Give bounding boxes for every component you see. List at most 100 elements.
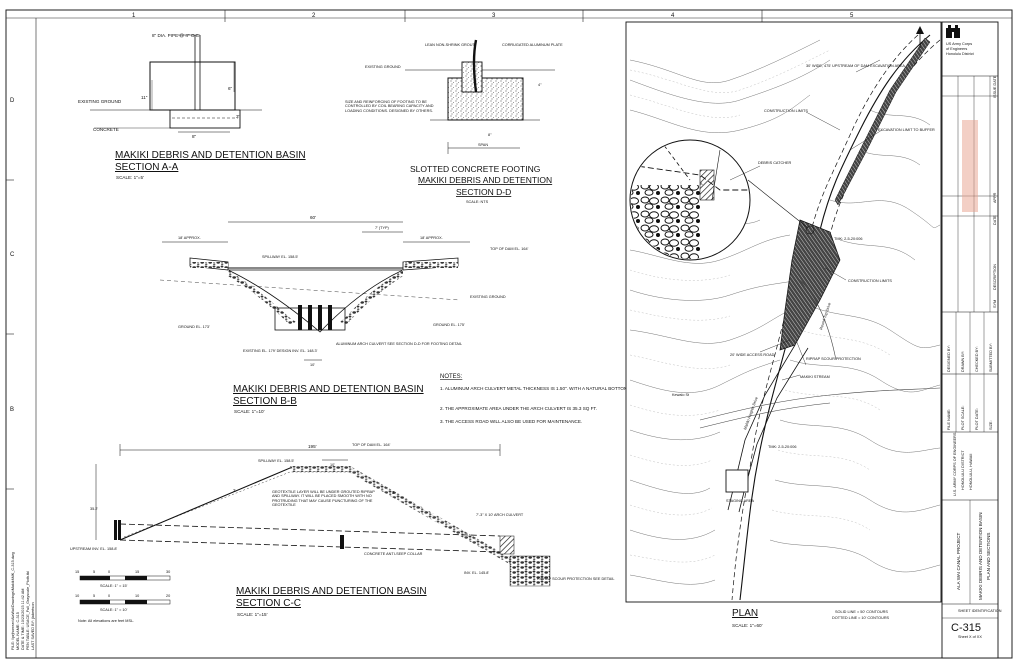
dd-lean-grout: LEAN NON-SHRINK GROUT — [425, 43, 475, 47]
file-info-block: FILE: \\prjhomsrv\AlaWai\Drawings\Makiki… — [11, 552, 35, 650]
bb-top-dam: TOP OF DAM EL. 164' — [490, 247, 529, 251]
sb1-tick: 15 — [75, 570, 79, 574]
dd-footing-note-box: SIZE AND REINFORCING OF FOOTING TO BE CO… — [345, 100, 434, 113]
sb2-tick: 0 — [108, 594, 110, 598]
cc-concrete-collar: CONCRETE ANTI-SEEP COLLAR — [364, 552, 423, 556]
tb-client-2: HONOLULU DISTRICT — [961, 450, 965, 490]
tb-project: ALA WAI CANAL PROJECT — [956, 532, 961, 590]
aa-title-1: MAKIKI DEBRIS AND DETENTION BASIN — [115, 150, 306, 161]
staging-area-box — [725, 469, 749, 493]
dd-dim-b: 8" — [488, 133, 492, 137]
plan-dotted: DOTTED LINE = 10' CONTOURS — [832, 616, 890, 620]
sb1-tick: 15 — [135, 570, 139, 574]
plan-excavation-limit: EXCAVATION LIMIT TO BUFFER — [878, 128, 935, 132]
bb-dim-10: 10' — [310, 363, 315, 367]
aa-concrete: CONCRETE — [93, 127, 119, 132]
plan-excavation-area: 30' WIDE, 475' UPSTREAM OF DAM EXCAVATIO… — [806, 64, 905, 68]
notes-block: NOTES: 1. ALUMINUM ARCH CULVERT METAL TH… — [440, 374, 629, 424]
dd-footing-note: SIZE AND REINFORCING OF FOOTING TO BE CO… — [345, 100, 434, 113]
plan-scale: SCALE: 1"=60' — [732, 623, 763, 628]
bb-dim-top: 60' — [310, 215, 316, 220]
plan-contours: SOLID LINE = 50' CONTOURS — [835, 610, 888, 614]
file-info-line: MODEL NAME: C-315 — [16, 612, 20, 650]
dd-dim-a: 4" — [538, 83, 542, 87]
cc-top-dam: TOP OF DAM EL. 164' — [352, 443, 391, 447]
tb-drawn-by: DRAWN BY: — [961, 351, 965, 372]
dd-title-2: MAKIKI DEBRIS AND DETENTION — [418, 175, 552, 185]
col-label-3: 3 — [492, 13, 496, 19]
sb1-tick: 0 — [108, 570, 110, 574]
cc-title-2: SECTION C-C — [236, 598, 301, 609]
tb-file-name: FILE NAME: — [947, 409, 951, 430]
cc-slope-right: 2 — [392, 490, 395, 495]
bb-existing-el: EXISTING EL. 179' DESIGN INV. EL. 148.3' — [243, 349, 318, 353]
dd-existing-ground: EXISTING GROUND — [365, 65, 401, 69]
file-info-line: DATE & TIME: 10/23/2015 11:42 AM — [21, 589, 25, 650]
bb-scale: SCALE: 1"=10' — [234, 409, 265, 414]
tb-designed-by: DESIGNED BY: — [947, 345, 951, 372]
note-item: 2. THE APPROXIMATE AREA UNDER THE ARCH C… — [440, 406, 597, 411]
col-label-2: 2 — [312, 13, 316, 19]
col-label-4: 4 — [671, 13, 675, 19]
col-label-5: 5 — [850, 13, 854, 19]
bb-title-2: SECTION B-B — [233, 396, 297, 407]
bb-ground-left: GROUND EL. 173' — [178, 325, 210, 329]
col-label-1: 1 — [132, 13, 136, 19]
note-item: 3. THE ACCESS ROAD WILL ALSO BE USED FOR… — [440, 419, 582, 424]
bb-spillway: SPILLWAY EL. 158.5' — [262, 255, 299, 259]
column-markers: 1 2 3 4 5 — [132, 10, 854, 22]
tb-sym: SYM — [993, 300, 997, 308]
cc-upstream: UPSTREAM INV. EL. 158.8' — [70, 547, 117, 551]
plan-tmk-2: TMK: 2-5-20:006 — [768, 445, 797, 449]
plan-construction-limits-2: CONSTRUCTION LIMITS — [848, 279, 892, 283]
tb-description: DESCRIPTION — [993, 264, 997, 290]
bb-dim-typ: 7' (TYP) — [375, 226, 390, 230]
tb-client-3: HONOLULU, HAWAII — [969, 454, 973, 490]
bb-existing-ground: EXISTING GROUND — [470, 295, 506, 299]
plan-debris-catcher: DEBRIS CATCHER — [758, 161, 792, 165]
cc-geotextile-box: GEOTEXTILE LAYER WILL BE UNDER GROUTED R… — [272, 490, 375, 507]
section-dd: LEAN NON-SHRINK GROUT CORRUGATED ALUMINU… — [345, 39, 563, 204]
tb-submitted-by: SUBMITTED BY: — [989, 343, 993, 372]
north-arrow-icon — [916, 26, 924, 48]
file-info-line: FILE: \\prjhomsrv\AlaWai\Drawings\Makiki… — [11, 552, 15, 650]
cc-dim-top: 195' — [308, 444, 317, 449]
bb-culvert: ALUMINUM ARCH CULVERT SEE SECTION D-D FO… — [336, 342, 462, 346]
title-block: US Army Corps of Engineers Honolulu Dist… — [941, 21, 1002, 659]
plan-construction-limits-1: CONSTRUCTION LIMITS — [764, 109, 808, 113]
file-info-line: PEN TABLE: USACE_Full_Grayscale_Ploth.tb… — [26, 571, 30, 650]
tb-sheet-title-2: PLAN AND SECTIONS — [986, 533, 991, 580]
row-label-d: D — [10, 98, 15, 104]
plan-view: 30' WIDE, 475' UPSTREAM OF DAM EXCAVATIO… — [625, 21, 942, 603]
tb-plot-scale: PLOT SCALE: — [961, 406, 965, 430]
tb-issue-date: ISSUE DATE — [993, 75, 997, 98]
usace-castle-logo-icon — [946, 25, 960, 38]
plan-makiki-stream: MAKIKI STREAM — [800, 375, 830, 379]
sb2-tick: 5 — [93, 594, 95, 598]
tb-checked-by: CHECKED BY: — [975, 346, 979, 372]
cc-title-1: MAKIKI DEBRIS AND DETENTION BASIN — [236, 586, 427, 597]
notes-heading: NOTES: — [440, 374, 463, 380]
row-label-b: B — [10, 407, 14, 413]
review-stamp — [962, 120, 978, 212]
dd-title-3: SECTION D-D — [456, 187, 511, 197]
aa-dim-a: 11" — [141, 95, 148, 100]
tb-sheet-id: C-315 — [951, 622, 981, 634]
plan-riprap-scour: RIPRAP SCOUR PROTECTION — [806, 357, 861, 361]
cc-slope-left: 2 — [233, 488, 236, 493]
bb-approx-right: 18' APPROX. — [420, 236, 443, 240]
dd-title-1: SLOTTED CONCRETE FOOTING — [410, 164, 540, 174]
sb2-label: SCALE: 1" = 10' — [100, 608, 128, 612]
tb-plot-date: PLOT DATE: — [975, 408, 979, 430]
cc-scale: SCALE: 1"=15' — [237, 612, 268, 617]
dd-corrugated: CORRUGATED ALUMINUM PLATE — [502, 43, 563, 47]
plan-label-a: A — [700, 182, 703, 186]
dd-scale: SCALE: NTS — [466, 200, 489, 204]
sb2-tick: 10 — [75, 594, 79, 598]
tb-client-1: U.S. ARMY CORPS OF ENGINEERS — [953, 432, 957, 496]
plan-staging-area: STAGING AREA — [726, 499, 754, 503]
bb-title-1: MAKIKI DEBRIS AND DETENTION BASIN — [233, 384, 424, 395]
section-aa: 8" DIA. PIPE @ 4" O.C. EXISTING GROUND C… — [78, 33, 306, 180]
agency-line-1: US Army Corps — [946, 42, 972, 46]
cc-dim-vert: 35.2' — [90, 507, 98, 511]
